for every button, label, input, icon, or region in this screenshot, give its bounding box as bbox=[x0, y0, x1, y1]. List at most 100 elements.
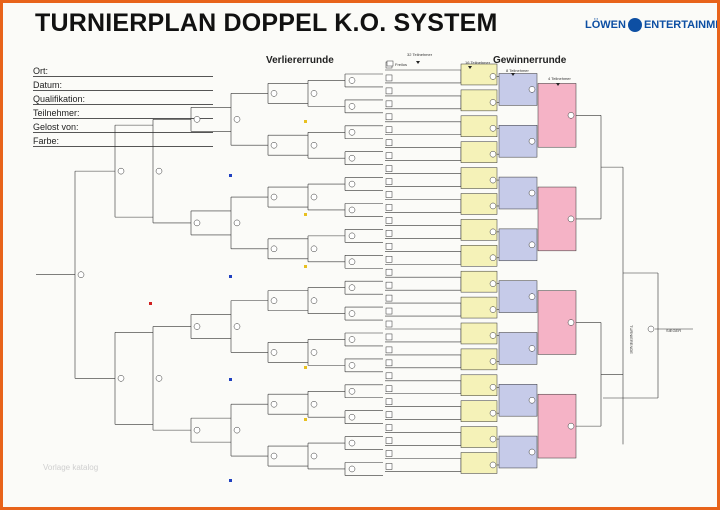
loser-match-circle bbox=[233, 116, 241, 123]
match-box-round1 bbox=[460, 115, 498, 138]
loser-match-circle bbox=[348, 336, 356, 343]
slot-number-box bbox=[385, 463, 393, 470]
match-number-circle bbox=[489, 306, 497, 313]
loser-match-circle bbox=[310, 349, 318, 356]
match-number-circle bbox=[489, 254, 497, 262]
loser-match-circle bbox=[348, 129, 356, 136]
slot-number-box bbox=[385, 100, 393, 108]
slot-number-box bbox=[385, 424, 393, 431]
slot-number-box bbox=[385, 333, 393, 341]
loser-match-circle bbox=[77, 271, 85, 278]
loser-match-circle bbox=[310, 245, 318, 253]
slot-number-box bbox=[385, 294, 393, 302]
match-number-circle bbox=[528, 396, 536, 404]
match-box-round1 bbox=[460, 270, 498, 293]
slot-number-box bbox=[385, 268, 393, 276]
color-marker bbox=[229, 378, 232, 381]
slot-number-box bbox=[385, 359, 393, 367]
color-marker bbox=[304, 265, 307, 268]
loser-match-circle bbox=[310, 452, 318, 460]
match-box-round1 bbox=[460, 374, 498, 396]
loser-round-header: Verliererrunde bbox=[266, 55, 334, 66]
loser-match-circle bbox=[348, 180, 356, 188]
loser-match-circle bbox=[348, 465, 356, 473]
slot-number-box bbox=[385, 204, 393, 211]
loser-match-circle bbox=[155, 167, 163, 175]
field-datum[interactable]: Datum: bbox=[33, 79, 213, 93]
color-marker bbox=[229, 174, 232, 177]
loser-match-circle bbox=[270, 245, 278, 253]
match-number-circle bbox=[489, 228, 497, 236]
loser-match-circle bbox=[348, 206, 356, 214]
match-number-circle bbox=[489, 409, 497, 417]
loser-match-circle bbox=[233, 219, 241, 227]
watermark-text: Vorlage katalog bbox=[43, 463, 99, 472]
match-number-circle bbox=[489, 461, 497, 469]
participants-4-label: 4 Teilnehmer bbox=[548, 76, 571, 81]
field-ort[interactable]: Ort: bbox=[33, 65, 213, 79]
slot-number-box bbox=[385, 243, 393, 250]
loser-match-circle bbox=[310, 193, 318, 201]
slot-number-box bbox=[385, 307, 393, 315]
slot-number-box bbox=[385, 320, 393, 328]
slot-number-box bbox=[385, 398, 393, 405]
match-number-circle bbox=[489, 332, 497, 339]
loser-match-circle bbox=[193, 219, 201, 227]
match-number-circle bbox=[528, 137, 536, 145]
loser-match-circle bbox=[270, 452, 278, 460]
winner-label: SIEGER bbox=[666, 328, 682, 333]
loser-match-circle bbox=[270, 141, 278, 149]
match-number-circle bbox=[528, 345, 536, 352]
match-box-round1 bbox=[460, 63, 498, 86]
match-number-circle bbox=[489, 150, 497, 158]
field-farbe[interactable]: Farbe: bbox=[33, 135, 213, 149]
match-number-circle bbox=[489, 280, 497, 287]
slot-number-box bbox=[385, 346, 393, 354]
match-box-round1 bbox=[460, 322, 498, 345]
slot-number-box bbox=[385, 113, 393, 121]
final-circle bbox=[647, 325, 655, 333]
match-number-circle bbox=[528, 448, 536, 456]
match-box-round1 bbox=[460, 296, 498, 319]
match-box-round1 bbox=[460, 400, 498, 422]
match-box-round1 bbox=[460, 193, 498, 215]
loser-match-circle bbox=[233, 323, 241, 330]
match-number-circle bbox=[489, 73, 497, 80]
match-number-circle bbox=[528, 189, 536, 197]
loser-match-circle bbox=[117, 167, 125, 175]
match-number-circle bbox=[567, 422, 575, 430]
match-box-round1 bbox=[460, 245, 498, 267]
loser-match-circle bbox=[193, 116, 201, 123]
match-number-circle bbox=[489, 125, 497, 132]
down-arrow-icon bbox=[511, 73, 515, 76]
slot-number-box bbox=[385, 281, 393, 289]
loser-match-circle bbox=[348, 103, 356, 110]
slot-number-box bbox=[385, 372, 393, 380]
bracket-lines bbox=[36, 60, 693, 482]
down-arrow-icon bbox=[416, 61, 420, 64]
lion-icon bbox=[627, 18, 642, 32]
color-marker bbox=[304, 366, 307, 369]
color-marker bbox=[304, 418, 307, 421]
color-marker bbox=[304, 213, 307, 216]
loser-match-circle bbox=[348, 154, 356, 162]
info-fields: Ort: Datum: Qualifikation: Teilnehmer: G… bbox=[33, 65, 213, 149]
field-teilnehmer[interactable]: Teilnehmer: bbox=[33, 107, 213, 121]
color-marker bbox=[304, 120, 307, 123]
field-qualifikation[interactable]: Qualifikation: bbox=[33, 93, 213, 107]
match-number-circle bbox=[489, 202, 497, 210]
loser-match-circle bbox=[310, 297, 318, 304]
slot-number-box bbox=[385, 411, 393, 418]
match-number-circle bbox=[528, 86, 536, 93]
loser-match-circle bbox=[155, 375, 163, 382]
loser-match-circle bbox=[348, 77, 356, 84]
match-number-circle bbox=[489, 358, 497, 365]
match-box-round1 bbox=[460, 452, 498, 474]
loser-match-circle bbox=[117, 375, 125, 382]
brand-logo: LÖWEN ENTERTAINMENT bbox=[585, 15, 717, 35]
match-box-round1 bbox=[460, 219, 498, 241]
match-number-circle bbox=[528, 293, 536, 300]
field-gelost-von[interactable]: Gelost von: bbox=[33, 121, 213, 135]
color-marker bbox=[229, 275, 232, 278]
freilos-box bbox=[386, 60, 394, 67]
